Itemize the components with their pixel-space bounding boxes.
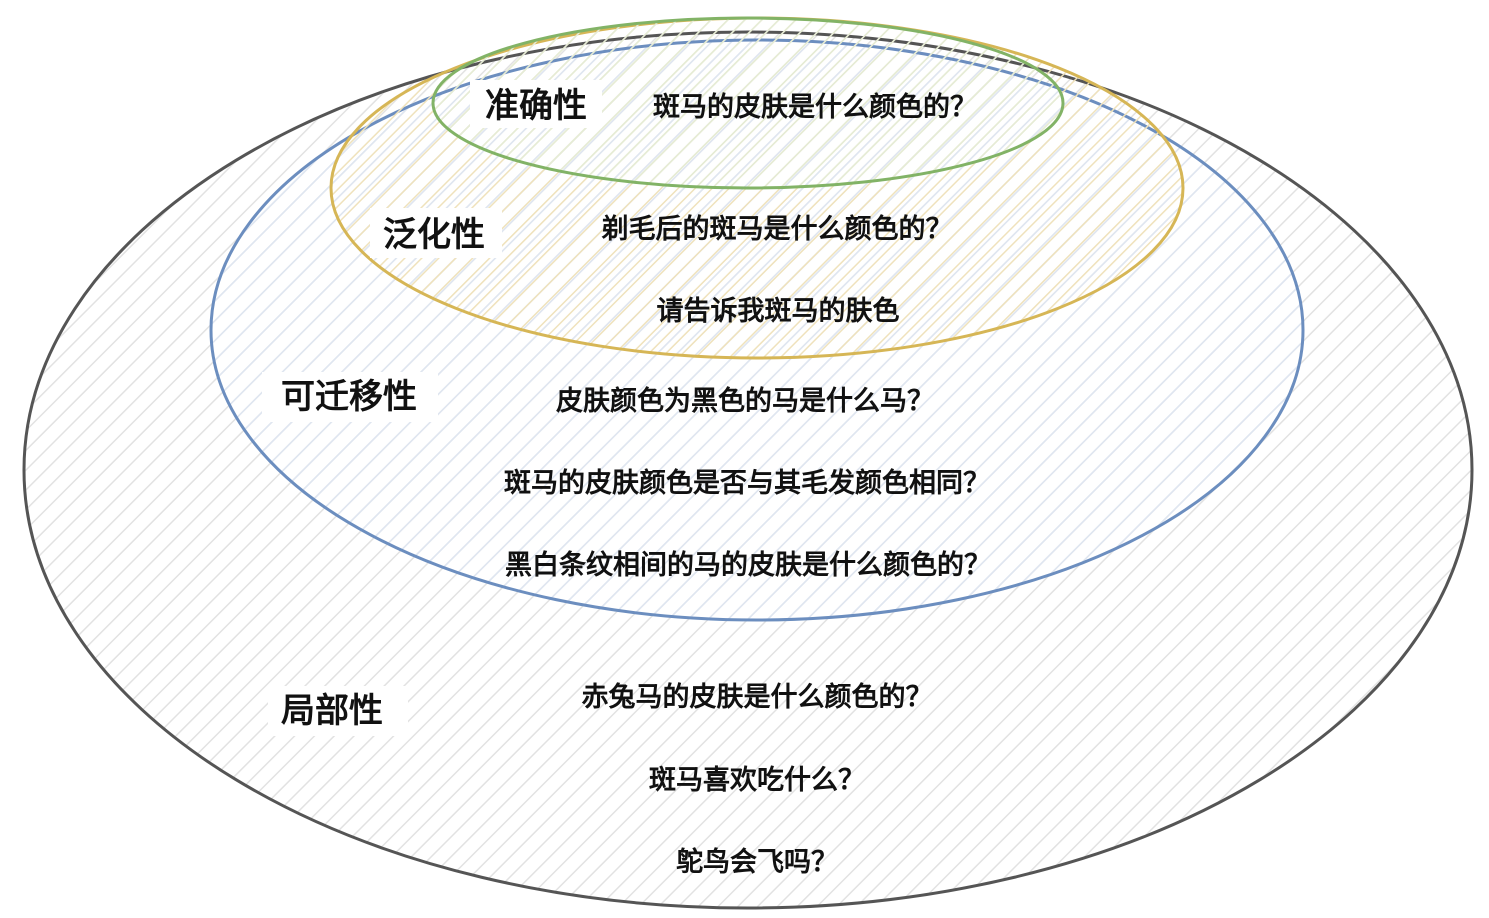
portability-question: 斑马的皮肤颜色是否与其毛发颜色相同？ [504,467,990,499]
locality-question: 斑马喜欢吃什么？ [649,765,865,796]
accuracy-question: 斑马的皮肤是什么颜色的？ [653,91,977,123]
accuracy-label-bg [470,80,602,128]
portability-question: 黑白条纹相间的马的皮肤是什么颜色的？ [505,549,991,581]
accuracy-ellipse [431,16,1065,190]
accuracy-label: 准确性 [485,86,587,126]
portability-label-bg [262,372,438,422]
locality-question: 赤兔马的皮肤是什么颜色的？ [582,681,933,713]
generalization-question: 剃毛后的斑马是什么颜色的？ [602,213,953,245]
locality-question: 鸵鸟会飞吗？ [676,846,838,878]
portability-question: 皮肤颜色为黑色的马是什么马？ [556,385,934,417]
generalization-label: 泛化性 [383,215,485,255]
portability-label: 可迁移性 [281,377,417,417]
locality-label-bg [268,686,408,736]
generalization-question: 请告诉我斑马的肤色 [657,295,900,327]
generalization-label-bg [370,208,502,258]
locality-label: 局部性 [281,691,383,731]
